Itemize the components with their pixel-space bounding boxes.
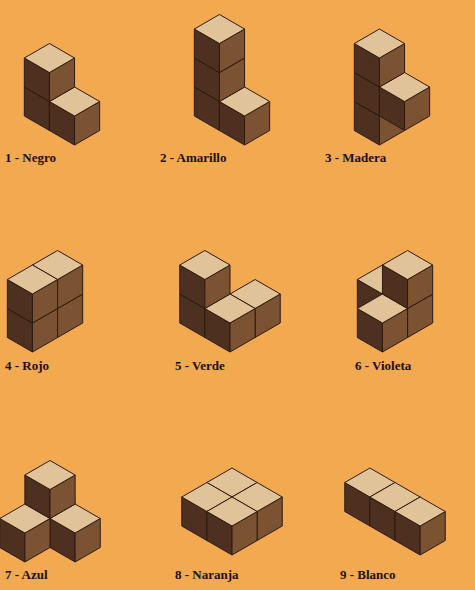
cube-face <box>7 265 57 294</box>
cube-piece <box>357 251 432 353</box>
piece-label: 1 - Negro <box>5 150 56 166</box>
cube-face <box>354 29 404 58</box>
piece-label: 4 - Rojo <box>5 358 49 374</box>
cube-face <box>180 251 230 280</box>
cube-face <box>194 15 244 44</box>
piece-label: 8 - Naranja <box>175 567 239 583</box>
cube-face <box>24 44 74 73</box>
piece-label: 9 - Blanco <box>340 567 396 583</box>
cube-face <box>382 251 432 280</box>
cube-face <box>395 497 445 526</box>
cube-face <box>25 461 75 490</box>
piece-label: 6 - Violeta <box>355 358 411 374</box>
cube-piece <box>180 251 280 353</box>
piece-label: 3 - Madera <box>325 150 386 166</box>
cube-piece <box>7 251 82 353</box>
piece-label: 7 - Azul <box>5 567 48 583</box>
cube-piece <box>354 29 429 145</box>
cube-piece <box>0 461 100 563</box>
cube-piece <box>24 44 99 146</box>
cube-piece <box>194 15 269 146</box>
cube-face <box>207 497 257 526</box>
cube-piece <box>345 468 445 555</box>
piece-label: 5 - Verde <box>175 358 225 374</box>
cube-piece <box>182 468 282 555</box>
piece-label: 2 - Amarillo <box>160 150 226 166</box>
